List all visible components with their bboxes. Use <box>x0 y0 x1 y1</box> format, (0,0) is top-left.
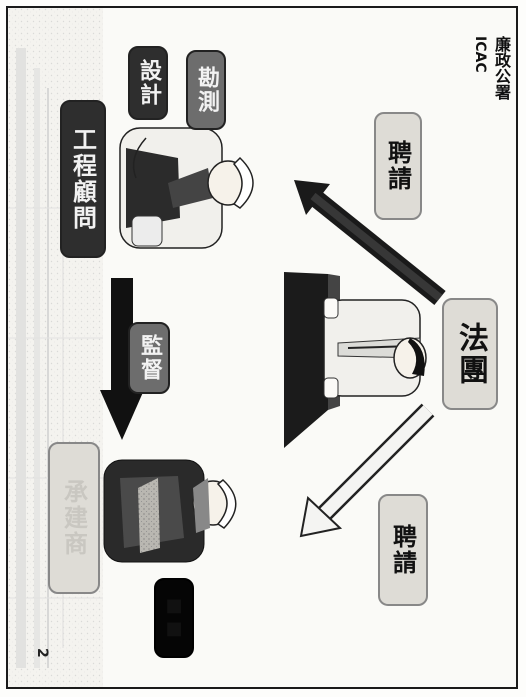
label-contractor: 承建商 <box>48 442 100 594</box>
arrow-hire-to-consultant <box>294 180 446 306</box>
label-owner: 法團 <box>442 298 498 410</box>
label-hire-top: 聘請 <box>374 112 422 220</box>
slide-frame: 廉政公署 ICAC 勘測 設計 工程顧問 監督 聘請 法團 聘請 承建商 ■■ … <box>6 6 518 689</box>
icac-logo: 廉政公署 ICAC <box>458 36 511 112</box>
page-number: 2 <box>34 648 50 658</box>
label-design: 設計 <box>128 46 168 120</box>
label-hire-bottom: 聘請 <box>378 494 428 606</box>
arrow-hire-to-contractor <box>299 403 435 538</box>
owner-person-illustration <box>323 297 427 399</box>
icac-logo-english: ICAC <box>472 36 488 73</box>
consultant-worker-illustration <box>119 127 254 249</box>
desk-shape <box>284 272 328 448</box>
label-consultant: 工程顧問 <box>60 100 106 258</box>
label-supervise: 監督 <box>128 322 170 394</box>
icac-logo-chinese: 廉政公署 <box>492 36 511 100</box>
label-blackout: ■■ <box>154 578 194 658</box>
label-survey: 勘測 <box>186 50 226 130</box>
contractor-worker-illustration <box>103 459 237 563</box>
arrow-supervise <box>100 278 144 440</box>
